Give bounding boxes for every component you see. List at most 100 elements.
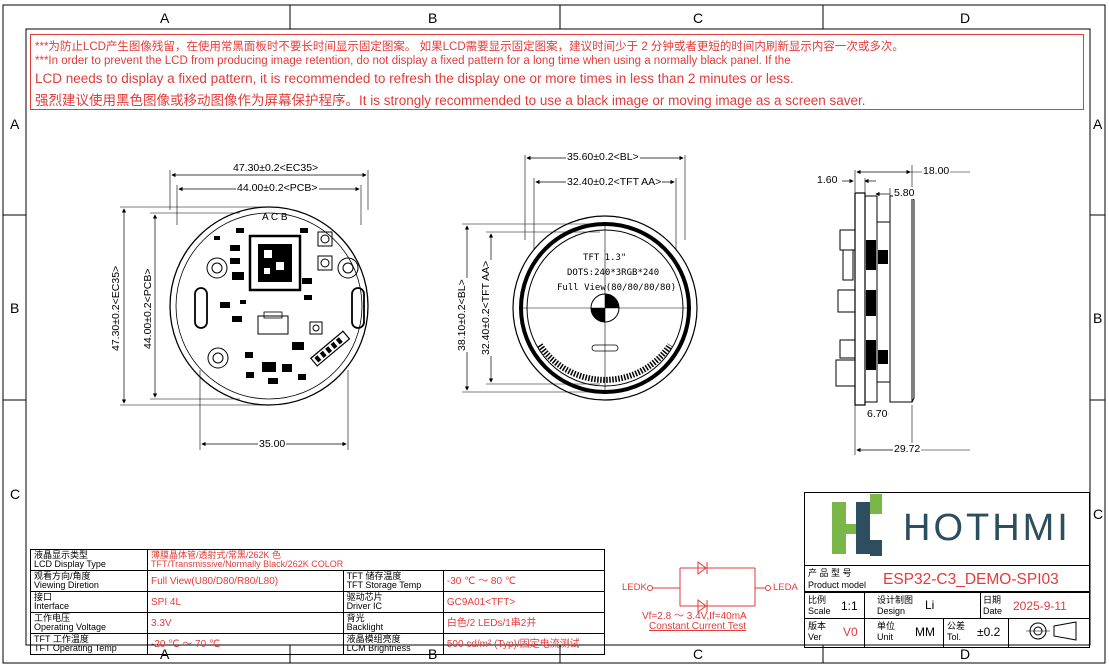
scale-label-cn: 比例 bbox=[808, 595, 827, 605]
model-label-en: Product model bbox=[808, 580, 867, 590]
date-label-en: Date bbox=[983, 606, 1003, 616]
zone-top-a: A bbox=[160, 10, 170, 26]
side-view bbox=[835, 165, 970, 455]
spec-label-en: LCM Brightness bbox=[346, 643, 411, 653]
title-block: HOTHMI 产 品 型 号 Product model ESP32-C3_DE… bbox=[804, 492, 1090, 648]
tolerance-value: ±0.2 bbox=[977, 625, 1001, 639]
spec-label-cn: 观看方向/角度 bbox=[34, 571, 91, 581]
spec-value: GC9A01<TFT> bbox=[442, 591, 606, 613]
projection-symbol-icon bbox=[1026, 621, 1077, 641]
zone-right-a: A bbox=[1093, 116, 1103, 132]
spec-label-en: Driver IC bbox=[346, 601, 383, 611]
zone-left-a: A bbox=[10, 116, 20, 132]
zone-right-b: B bbox=[1093, 310, 1103, 326]
dim-35: 35.00 bbox=[258, 438, 287, 450]
scale-label-en: Scale bbox=[808, 606, 831, 616]
dim-ec35-horizontal: 47.30±0.2<EC35> bbox=[232, 162, 320, 174]
spec-value: Full View(U80/D80/R80/L80) bbox=[147, 570, 344, 592]
screen-text-dots: DOTS:240*3RGB*240 bbox=[567, 268, 660, 278]
dim-pcb-vertical: 44.00±0.2<PCB> bbox=[142, 267, 154, 350]
zone-right-c: C bbox=[1093, 506, 1104, 522]
dim-bl-vertical: 38.10±0.2<BL> bbox=[456, 278, 468, 352]
image-retention-notice: ***为防止LCD产生图像残留，在使用常黑面板时不要长时间显示固定图案。 如果L… bbox=[30, 34, 1084, 110]
leda-label: LEDA bbox=[773, 582, 798, 593]
ledk-label: LEDK bbox=[622, 582, 647, 593]
notice-line-1: ***为防止LCD产生图像残留，在使用常黑面板时不要长时间显示固定图案。 如果L… bbox=[35, 41, 904, 53]
backlight-test-note: Constant Current Test bbox=[649, 621, 747, 632]
brand-name: HOTHMI bbox=[903, 507, 1071, 549]
notice-line-3: LCD needs to display a fixed pattern, it… bbox=[35, 71, 794, 86]
dim-pcb-horizontal: 44.00±0.2<PCB> bbox=[236, 182, 319, 194]
zone-top-d: D bbox=[960, 10, 971, 26]
spec-label-en: TFT Operating Temp bbox=[34, 643, 117, 653]
notice-line-4: 强烈建议使用黑色图像或移动图像作为屏幕保护程序。It is strongly r… bbox=[35, 93, 866, 108]
tol-label-cn: 公差 bbox=[947, 621, 966, 631]
zone-bottom-c: C bbox=[693, 646, 704, 662]
designer-name: Li bbox=[925, 598, 935, 612]
dim-1-60: 1.60 bbox=[816, 174, 839, 186]
screen-text-size: TFT 1.3" bbox=[583, 253, 627, 263]
spec-value-en: TFT/Transmissive/Normally Black/262K COL… bbox=[151, 559, 344, 569]
zone-left-b: B bbox=[10, 300, 20, 316]
dim-5-80: 5.80 bbox=[893, 187, 916, 199]
spec-label-en: Viewing Diretion bbox=[34, 580, 99, 590]
unit-label-en: Unit bbox=[877, 632, 894, 642]
unit-value: MM bbox=[915, 625, 935, 639]
pin-label-acb: A C B bbox=[262, 212, 288, 223]
spec-value: 薄膜晶体管/透射式/常黑/262K 色 bbox=[151, 550, 282, 560]
spec-value: SPI 4L bbox=[147, 591, 344, 613]
tol-label-en: Tol. bbox=[947, 632, 962, 642]
version-value: V0 bbox=[843, 625, 858, 639]
spec-value: 白色/2 LEDs/1串2并 bbox=[442, 612, 606, 634]
dim-tft-aa-horizontal: 32.40±0.2<TFT AA> bbox=[566, 176, 663, 188]
unit-label-cn: 单位 bbox=[877, 621, 896, 631]
spec-value: 3.3V bbox=[147, 612, 344, 634]
product-model: ESP32-C3_DEMO-SPI03 bbox=[883, 571, 1059, 588]
spec-label-cn: 液晶模组亮度 bbox=[346, 634, 401, 644]
notice-line-2: ***In order to prevent the LCD from prod… bbox=[35, 55, 791, 67]
spec-label-cn: TFT 工作温度 bbox=[34, 634, 89, 644]
spec-label-en: TFT Storage Temp bbox=[346, 580, 422, 590]
ver-label-en: Ver bbox=[808, 632, 822, 642]
dim-ec35-vertical: 47.30±0.2<EC35> bbox=[110, 264, 122, 352]
spec-label-en: Interface bbox=[34, 601, 70, 611]
backlight-circuit bbox=[647, 561, 771, 613]
model-label-cn: 产 品 型 号 bbox=[808, 568, 852, 578]
zone-top-c: C bbox=[693, 10, 704, 26]
spec-value: -30 ℃ ～ 80 ℃ bbox=[442, 570, 606, 592]
hothmi-logo-icon bbox=[832, 494, 882, 556]
spec-label-en: LCD Display Type bbox=[34, 559, 106, 569]
dim-18: 18.00 bbox=[922, 165, 951, 177]
spec-label-cn: 背光 bbox=[346, 613, 365, 623]
zone-left-c: C bbox=[10, 486, 21, 502]
spec-label-cn: 接口 bbox=[34, 592, 53, 602]
ver-label-cn: 版本 bbox=[808, 621, 827, 631]
zone-bottom-d: D bbox=[960, 646, 971, 662]
dim-6-70: 6.70 bbox=[866, 408, 889, 420]
dim-29-72: 29.72 bbox=[893, 443, 922, 455]
spec-value: -20 ℃ ～ 70 ℃ bbox=[147, 633, 344, 655]
scale-value: 1:1 bbox=[841, 599, 858, 613]
spec-label-cn: 驱动芯片 bbox=[346, 592, 383, 602]
spec-label-en: Operating Voltage bbox=[34, 622, 107, 632]
zone-top-b: B bbox=[428, 10, 438, 26]
spec-label-en: Backlight bbox=[346, 622, 384, 632]
spec-label-cn: 液晶显示类型 bbox=[34, 550, 89, 560]
date-label-cn: 日期 bbox=[983, 595, 1002, 605]
pcb-view bbox=[120, 170, 369, 450]
design-label-cn: 设计制图 bbox=[877, 595, 914, 605]
spec-label-cn: TFT 储存温度 bbox=[346, 571, 402, 581]
spec-value: 500 cd/m² (Typ)/固定电流测试 bbox=[442, 633, 606, 655]
backlight-vf: Vf=2.8 ～ 3.4V,If=40mA bbox=[642, 611, 747, 622]
spec-label-cn: 工作电压 bbox=[34, 613, 71, 623]
design-label-en: Design bbox=[877, 606, 906, 616]
dim-bl-horizontal: 35.60±0.2<BL> bbox=[566, 151, 640, 163]
